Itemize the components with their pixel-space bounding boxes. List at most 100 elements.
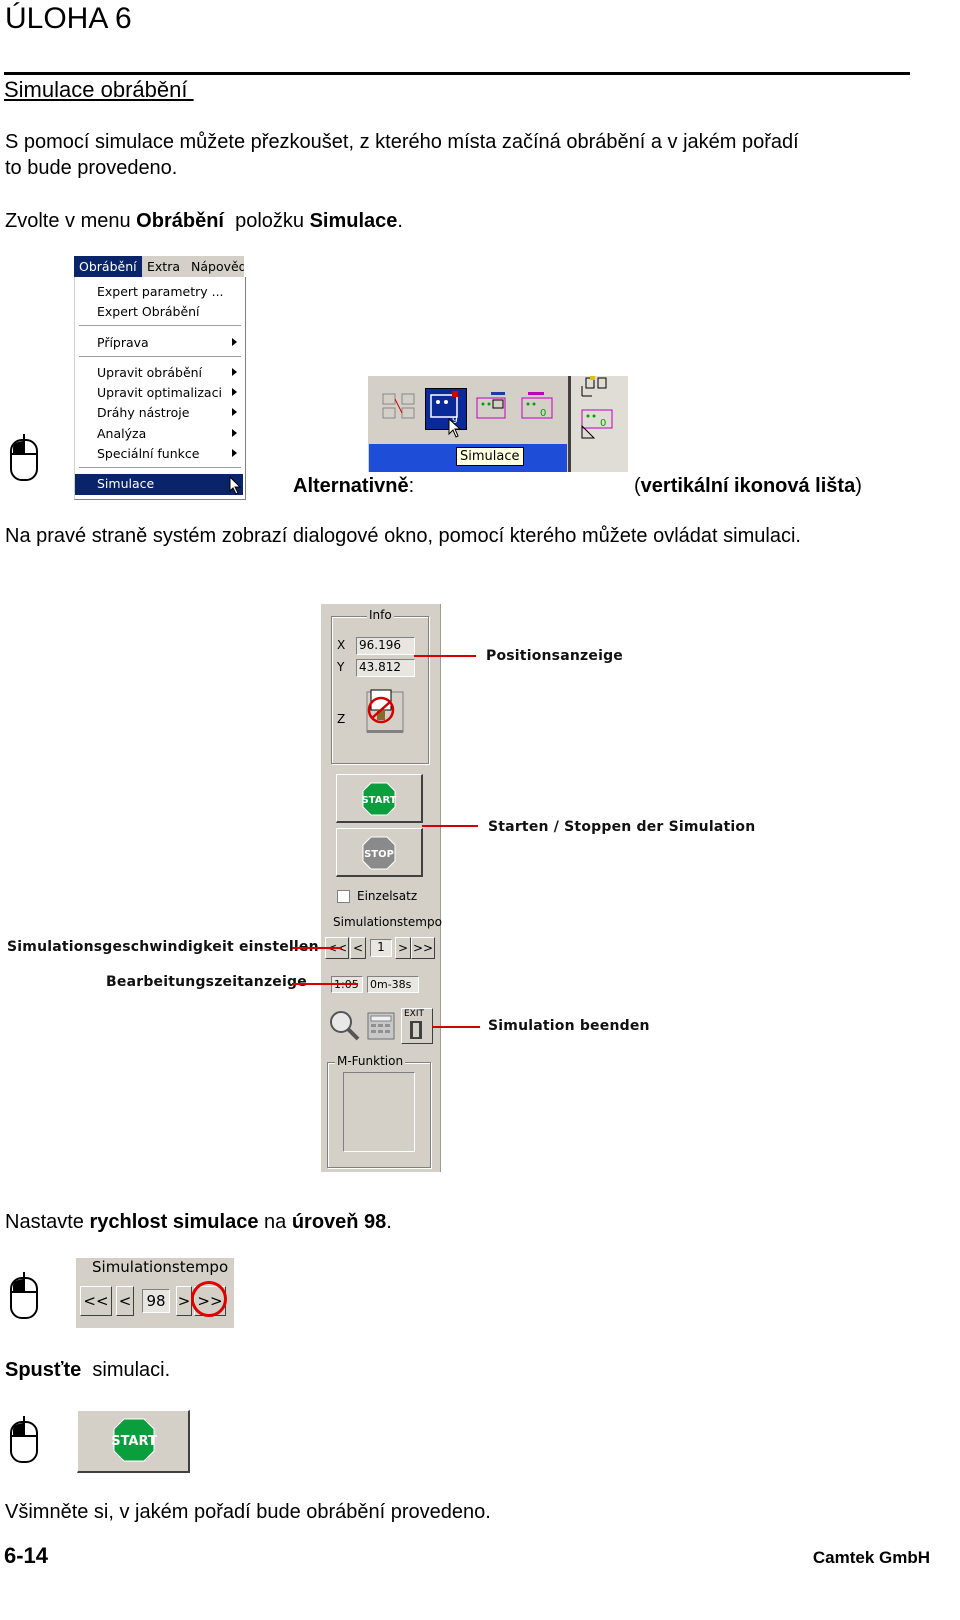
instruction-text: na: [258, 1211, 292, 1233]
instruction-bold: úroveň 98: [291, 1211, 387, 1233]
instruction-text: Zvolte v menu: [5, 210, 137, 232]
dialog-intro: Na pravé straně systém zobrazí dialogové…: [5, 525, 801, 547]
start-widget-button[interactable]: START: [77, 1410, 190, 1473]
menu-item-upravit-obrabeni[interactable]: Upravit obrábění: [97, 365, 203, 380]
tempo-widget-label: Simulationstempo: [92, 1258, 229, 1276]
highlight-circle: [191, 1281, 227, 1317]
single-step-label: Einzelsatz: [357, 889, 418, 903]
instruction-text: .: [397, 210, 403, 232]
toolpath-icon[interactable]: [380, 390, 420, 424]
x-position-field: 96.196: [356, 637, 415, 655]
mouse-pointer-icon: [229, 476, 242, 495]
callout-speed: Simulationsgeschwindigkeit einstellen: [7, 939, 319, 955]
svg-text:0: 0: [540, 408, 546, 419]
instruction-text: Nastavte: [5, 1211, 90, 1233]
menu-item-specialni-funkce[interactable]: Speciální funkce: [97, 446, 200, 461]
alternative-label-text: Alternativně: [293, 475, 409, 497]
instruction-bold: Spusťte: [5, 1359, 82, 1381]
single-step-checkbox[interactable]: [337, 890, 350, 903]
y-label: Y: [337, 660, 345, 674]
tempo-widget-forward[interactable]: >: [176, 1286, 192, 1316]
submenu-arrow-icon: [232, 408, 237, 416]
menu-item-priprava[interactable]: Příprava: [97, 335, 149, 350]
submenu-arrow-icon: [232, 449, 237, 457]
company-name: Camtek GmbH: [812, 1548, 930, 1567]
pocket-icon[interactable]: 0: [518, 390, 562, 426]
start-sign-icon: START: [111, 1418, 157, 1462]
z-label: Z: [337, 712, 346, 726]
instruction-observe: Všimněte si, v jakém pořadí bude obráběn…: [5, 1501, 491, 1523]
menu-item-simulace-highlight[interactable]: Simulace: [75, 474, 243, 495]
dropdown-menu: Expert parametry ... Expert Obrábění Pří…: [74, 277, 246, 500]
menu-obrabeni[interactable]: Obrábění: [74, 256, 142, 277]
simulation-button[interactable]: 9: [425, 388, 467, 430]
start-stop-sign-icon: START: [361, 782, 397, 816]
instruction-bold: rychlost simulace: [89, 1211, 259, 1233]
submenu-arrow-icon: [232, 388, 237, 396]
stop-sign-icon: STOP: [362, 836, 396, 870]
svg-text:0: 0: [600, 418, 606, 429]
tempo-back-button[interactable]: <: [350, 937, 366, 959]
menu-item-expert-obrabeni[interactable]: Expert Obrábění: [97, 304, 200, 319]
alternative-note-text: vertikální ikonová lišta: [640, 475, 856, 497]
toolbar-side: [571, 376, 628, 472]
menu-item-upravit-optimalizaci[interactable]: Upravit optimalizaci: [97, 385, 222, 400]
exit-button[interactable]: EXIT: [401, 1008, 433, 1044]
paren: ): [855, 475, 862, 497]
stop-label: STOP: [364, 849, 394, 860]
info-group-label: Info: [367, 608, 394, 622]
time-right-field: 0m-38s: [367, 976, 419, 993]
tempo-forward-button[interactable]: >: [395, 937, 411, 959]
toolbar-divider: [568, 376, 571, 472]
tempo-widget: Simulationstempo << < 98 > >>: [76, 1258, 234, 1328]
menu-separator: [79, 325, 241, 327]
tempo-widget-rewind[interactable]: <<: [80, 1286, 112, 1316]
callout-line: [292, 947, 342, 949]
page-title: ÚLOHA 6: [5, 2, 132, 35]
contour-icon[interactable]: [473, 390, 517, 426]
mouse-icon: [10, 1272, 38, 1319]
menu-item-simulace[interactable]: Simulace: [97, 476, 155, 491]
menu-item-drahy-nastroje[interactable]: Dráhy nástroje: [97, 405, 190, 420]
callout-line: [422, 825, 478, 827]
door-icon: [410, 1021, 422, 1039]
menu-extra[interactable]: Extra: [147, 259, 180, 274]
stop-button[interactable]: STOP: [336, 828, 423, 877]
submenu-arrow-icon: [232, 338, 237, 346]
magnifier-icon[interactable]: [327, 1008, 361, 1042]
instruction-start: Spusťte simulaci.: [5, 1357, 170, 1383]
tempo-label: Simulationstempo: [333, 915, 442, 929]
callout-time: Bearbeitungszeitanzeige: [106, 974, 307, 990]
exit-label: EXIT: [404, 1009, 425, 1019]
instruction-text: simulaci.: [81, 1359, 171, 1381]
tempo-widget-value[interactable]: 98: [142, 1289, 170, 1313]
instruction-menu-name: Obrábění: [136, 210, 224, 232]
mouse-icon: [10, 434, 38, 481]
page-number: 6-14: [4, 1543, 49, 1568]
tempo-value-field[interactable]: 1: [370, 939, 392, 957]
menu-item-expert-parametry[interactable]: Expert parametry ...: [97, 284, 224, 299]
simulation-dialog: Info X 96.196 Y 43.812 Z START STOP Einz…: [321, 604, 442, 1172]
tempo-widget-back[interactable]: <: [116, 1286, 134, 1316]
menu-separator: [79, 467, 241, 469]
submenu-arrow-icon: [232, 429, 237, 437]
tempo-fastforward-button[interactable]: >>: [411, 937, 435, 959]
simulation-icon: 9: [430, 391, 458, 426]
instruction-text: položku: [223, 210, 310, 232]
menu-bar: Obrábění Extra Nápověd: [74, 256, 244, 277]
vertical-toolbar-icons[interactable]: 0: [578, 376, 624, 466]
intro-line-1: S pomocí simulace můžete přezkoušet, z k…: [5, 131, 799, 153]
instruction-text: .: [386, 1211, 392, 1233]
menu-item-analyza[interactable]: Analýza: [97, 426, 147, 441]
alternative-colon: :: [408, 475, 415, 497]
mouse-pointer-icon: [448, 418, 462, 438]
simulation-tooltip: Simulace: [456, 447, 524, 466]
section-subtitle: Simulace obrábění: [4, 77, 194, 102]
calculator-icon[interactable]: [365, 1010, 397, 1042]
start-button[interactable]: START: [336, 774, 423, 823]
svg-text:9: 9: [452, 416, 458, 426]
paren: (: [634, 475, 641, 497]
start-widget-label: START: [111, 1434, 157, 1449]
mfunction-label: M-Funktion: [335, 1054, 406, 1068]
menu-napoveda[interactable]: Nápověd: [191, 259, 244, 274]
